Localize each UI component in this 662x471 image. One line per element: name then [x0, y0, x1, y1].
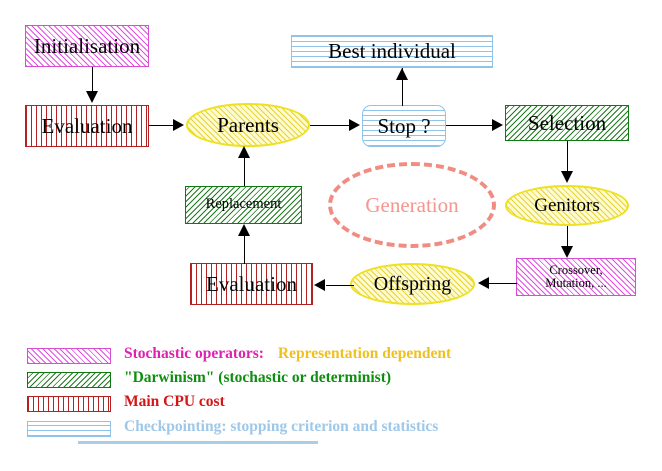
edge-replacement-to-parents [244, 158, 245, 186]
legend-label-cpu: Main CPU cost [124, 393, 225, 410]
node-offspring-label: Offspring [373, 272, 452, 295]
node-replacement[interactable]: Replacement [185, 186, 302, 224]
node-evaluation-bottom-label: Evaluation [206, 271, 297, 296]
legend-label-stochastic: Stochastic operators: [124, 345, 264, 362]
edge-genitors-to-crossover [567, 226, 568, 250]
node-replacement-label: Replacement [205, 196, 282, 213]
node-genitors[interactable]: Genitors [505, 185, 629, 226]
node-selection-label: Selection [527, 110, 607, 135]
node-evaluation-top[interactable]: Evaluation [25, 105, 149, 147]
legend-swatch-blue [27, 421, 111, 437]
edge-parents-to-stop-arrowhead [349, 119, 360, 131]
node-crossover-label-line1: Crossover, [549, 262, 603, 277]
legend-label-checkpointing: Checkpointing: stopping criterion and st… [124, 418, 439, 435]
edge-crossover-to-offspring [489, 283, 517, 284]
bottom-rule [78, 441, 318, 444]
legend-label-representation: Representation dependent [277, 345, 452, 362]
edge-selection-to-genitors-arrowhead [561, 171, 573, 183]
legend-row-darwinism: "Darwinism" (stochastic or determinist) [0, 369, 662, 396]
edge-initialisation-to-evaluation-arrowhead [86, 91, 98, 103]
node-generation-label: Generation [365, 192, 459, 217]
legend-row-checkpointing: Checkpointing: stopping criterion and st… [0, 418, 662, 445]
edge-evaluation-to-parents-arrowhead [173, 119, 184, 131]
legend-label-stochastic-wrapper: Stochastic operators: Representation depe… [124, 345, 451, 363]
edge-parents-to-stop [310, 125, 352, 126]
legend-swatch-green [27, 372, 111, 388]
node-generation-group: Generation [328, 162, 496, 248]
node-best-individual-label: Best individual [328, 39, 456, 64]
legend-swatch-red [27, 396, 111, 412]
legend-label-darwinism: "Darwinism" (stochastic or determinist) [124, 369, 392, 386]
node-stop[interactable]: Stop ? [362, 105, 446, 147]
node-initialisation[interactable]: Initialisation [25, 25, 149, 67]
node-stop-label: Stop ? [377, 113, 431, 138]
node-evaluation-top-label: Evaluation [41, 113, 133, 138]
node-crossover-label-line2: Mutation, ... [545, 276, 607, 290]
edge-offspring-to-evaluation-arrowhead [314, 279, 325, 291]
edge-stop-to-best-individual-arrowhead [396, 68, 408, 80]
node-selection[interactable]: Selection [505, 105, 629, 141]
edge-genitors-to-crossover-arrowhead [561, 246, 573, 258]
edge-selection-to-genitors [567, 141, 568, 173]
node-parents-label: Parents [217, 112, 279, 137]
node-best-individual[interactable]: Best individual [291, 35, 493, 68]
node-evaluation-bottom[interactable]: Evaluation [190, 263, 313, 305]
edge-initialisation-to-evaluation [92, 67, 93, 93]
edge-evaluation-to-replacement-arrowhead [238, 224, 250, 236]
legend-row-cpu: Main CPU cost [0, 393, 662, 420]
node-offspring[interactable]: Offspring [350, 263, 475, 305]
legend-row-stochastic: Stochastic operators: Representation depe… [0, 345, 662, 372]
node-genitors-label: Genitors [534, 194, 600, 216]
edge-replacement-to-parents-arrowhead [238, 146, 250, 158]
node-parents[interactable]: Parents [186, 103, 310, 147]
edge-stop-to-selection-arrowhead [492, 119, 503, 131]
edge-evaluation-to-replacement [244, 232, 245, 264]
edge-stop-to-best-individual [402, 68, 403, 106]
edge-evaluation-to-parents [149, 125, 175, 126]
node-crossover-mutation[interactable]: Crossover, Mutation, ... [516, 258, 636, 296]
edge-crossover-to-offspring-arrowhead [478, 277, 489, 289]
edge-offspring-to-evaluation [326, 285, 354, 286]
legend-swatch-magenta [27, 348, 111, 364]
node-initialisation-label: Initialisation [33, 33, 141, 58]
edge-stop-to-selection [446, 125, 494, 126]
